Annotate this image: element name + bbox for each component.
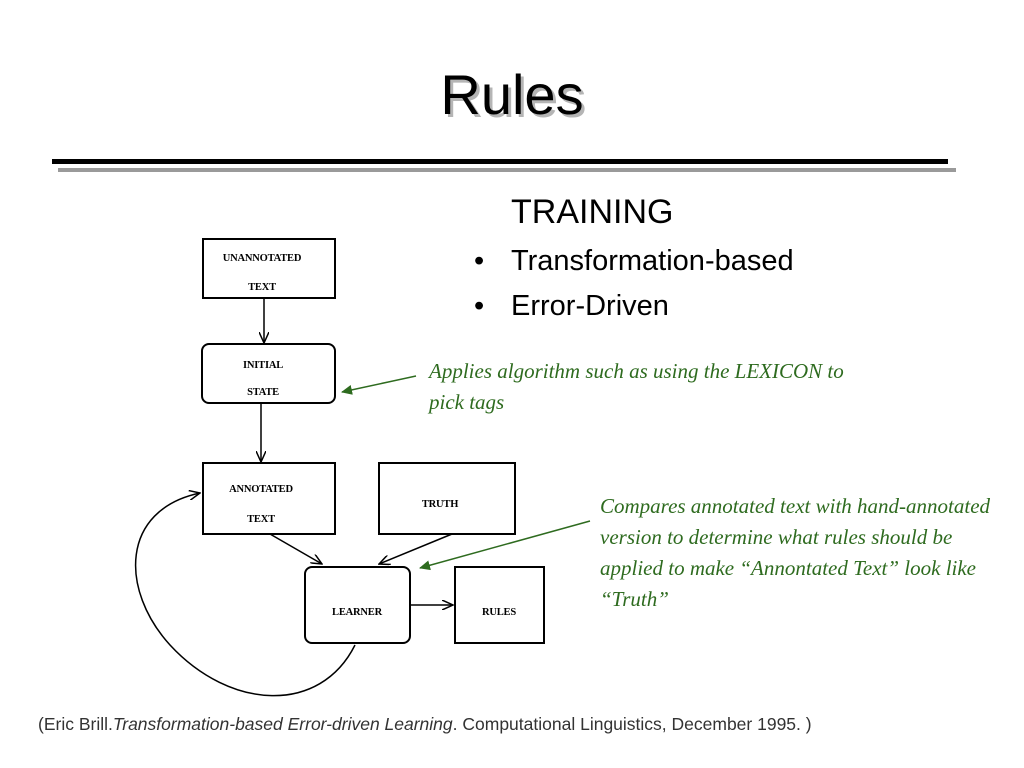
arrow-annotated-to-learner: [269, 533, 322, 564]
title-rule-shadow: [58, 168, 956, 172]
rules-label: RULES: [482, 607, 516, 618]
bullet-dot-icon: •: [474, 290, 485, 322]
slide-title: Rules: [440, 63, 584, 126]
citation-suffix: . Computational Linguistics, December 19…: [452, 714, 812, 734]
initial-state-annotation: Applies algorithm such as using the LEXI…: [429, 359, 844, 414]
bullet-item: • Transformation-based: [474, 245, 794, 278]
bullet-text: Transformation-based: [511, 245, 794, 277]
arrow-truth-to-learner: [379, 533, 453, 564]
annotated-text-box: [202, 462, 336, 535]
truth-label: TRUTH: [422, 499, 458, 510]
learner-box: [304, 566, 411, 644]
initial-label-line1: INITIAL: [243, 360, 283, 371]
citation-title: Transformation-based Error-driven Learni…: [112, 714, 453, 734]
title-rule: [52, 159, 948, 164]
initial-state-box: [201, 343, 336, 404]
unannotated-label-line2: TEXT: [248, 282, 276, 293]
learner-label: LEARNER: [332, 607, 383, 618]
learner-annotation: Compares annotated text with hand-annota…: [600, 494, 991, 611]
bullet-text: Error-Driven: [511, 290, 669, 322]
citation-prefix: (Eric Brill.: [38, 714, 113, 734]
bullet-dot-icon: •: [474, 245, 485, 277]
citation: (Eric Brill.Transformation-based Error-d…: [38, 714, 812, 735]
annotated-label-line1: ANNOTATED: [229, 484, 293, 495]
annotated-label-line2: TEXT: [247, 514, 275, 525]
rules-box: [454, 566, 545, 644]
annotation-arrow-learner: [419, 520, 591, 571]
initial-label-line2: STATE: [247, 387, 279, 398]
unannotated-label-line1: UNANNOTATED: [223, 253, 302, 264]
unannotated-text-box: [202, 238, 336, 299]
annotation-arrow-initial: [341, 375, 417, 395]
training-heading: TRAINING: [511, 193, 674, 231]
truth-box: [378, 462, 516, 535]
arrow-learner-loop-back: [134, 493, 356, 697]
bullet-item: • Error-Driven: [474, 290, 669, 323]
